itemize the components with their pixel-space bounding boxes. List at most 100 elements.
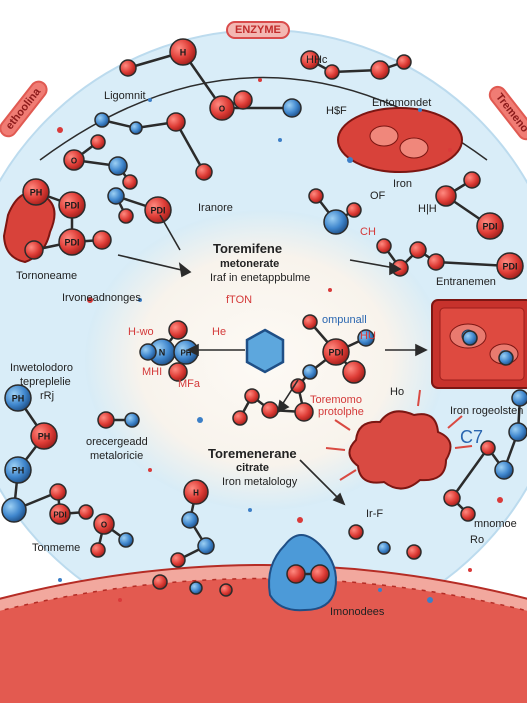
- particle-dot: [418, 108, 422, 112]
- cell-membrane: [0, 564, 527, 703]
- label-iraf: Iraf in enetappbulme: [210, 272, 311, 284]
- particle-dot: [378, 588, 382, 592]
- atom-red: [346, 202, 362, 218]
- atom-red: O: [63, 149, 85, 171]
- particle-dot: [427, 597, 433, 603]
- label-mfa: MFa: [178, 378, 200, 390]
- atom-red: [244, 388, 260, 404]
- label-tonmeme: Tonmeme: [32, 542, 81, 554]
- atom-red: [406, 544, 422, 560]
- atom-blue: [498, 350, 514, 366]
- atom-red: [168, 320, 188, 340]
- label-hu: HU: [360, 330, 376, 342]
- label-oreocergeadd: orecergeadd: [86, 436, 148, 448]
- particle-dot: [148, 468, 152, 472]
- particle-dot: [278, 138, 282, 142]
- reaction-arrows: [117, 214, 428, 506]
- label-iron-metalology: Iron metalology: [222, 476, 298, 488]
- atom-red: PDI: [49, 503, 71, 525]
- atom-red: O: [209, 95, 235, 121]
- atom-blue: [302, 364, 318, 380]
- atom-red: [286, 564, 306, 584]
- label-iranore: Iranore: [198, 202, 233, 214]
- atom-blue: PH: [4, 456, 32, 484]
- atom-red: [370, 60, 390, 80]
- atom-label: PDI: [64, 201, 79, 211]
- atom-label: PDI: [328, 348, 343, 358]
- atom-blue: [108, 156, 128, 176]
- atom-label: PDI: [502, 262, 517, 272]
- atom-blue: [139, 343, 157, 361]
- atom-blue: [197, 537, 215, 555]
- label-iron: Iron: [393, 178, 412, 190]
- atom-red: [409, 241, 427, 259]
- label-ho: Ho: [390, 386, 405, 398]
- atom-label: PH: [38, 432, 51, 442]
- atom-blue: [124, 412, 140, 428]
- particle-dot: [468, 568, 472, 572]
- label-c7: C7: [460, 427, 484, 447]
- label-imonodees: Imonodees: [330, 606, 385, 618]
- atom-red: [49, 483, 67, 501]
- particle-dot: [58, 578, 62, 582]
- atom-red: [342, 360, 366, 384]
- label-ro: Ro: [470, 534, 485, 546]
- atom-red: [219, 583, 233, 597]
- particle-dot: [448, 148, 452, 152]
- label-inwetolodoro: Inwetolodoro: [10, 362, 73, 374]
- particle-dot: [347, 157, 353, 163]
- label-entranemen: Entranemen: [436, 276, 496, 288]
- atom-red: [170, 552, 186, 568]
- atom-red: [396, 54, 412, 70]
- atom-red: PDI: [58, 228, 86, 256]
- atom-red: [152, 574, 168, 590]
- central-ring: [245, 328, 285, 374]
- atom-red: [302, 314, 318, 330]
- particle-dot: [258, 78, 262, 82]
- atom-label: PH: [12, 466, 25, 476]
- atom-red: [90, 542, 106, 558]
- label-toremifene: Toremifene: [213, 241, 283, 256]
- atom-red: [324, 64, 340, 80]
- atom-label: O: [71, 157, 77, 166]
- label-entomondet: Entomondet: [372, 97, 432, 109]
- atom-red: H: [183, 479, 209, 505]
- label-hh: H|H: [418, 203, 437, 215]
- label-he: He: [212, 326, 227, 338]
- atom-blue: [189, 581, 203, 595]
- atom-red: [290, 378, 306, 394]
- atom-red: [261, 401, 279, 419]
- cell-tissue-box: [431, 299, 527, 389]
- label-toremenerane: Toremenerane: [208, 446, 297, 461]
- particle-dot: [248, 508, 252, 512]
- particle-dot: [328, 288, 332, 292]
- atom-red: PDI: [476, 212, 504, 240]
- atom-label: PDI: [482, 222, 497, 232]
- atom-blue: [107, 187, 125, 205]
- enzyme-tag: ENZYME: [226, 21, 290, 39]
- atom-red: [233, 90, 253, 110]
- bond: [450, 447, 490, 499]
- particle-dot: [138, 298, 142, 302]
- atom-red: PDI: [322, 338, 350, 366]
- atom-red: [463, 171, 481, 189]
- label-iron-rogeolsten: Iron rogeolsten: [450, 405, 524, 417]
- label-rhj: rRj: [40, 390, 55, 402]
- atom-red: PH: [30, 422, 58, 450]
- atom-red: [310, 564, 330, 584]
- atom-blue: [462, 330, 478, 346]
- atom-blue: [129, 121, 143, 135]
- atom-red: [90, 134, 106, 150]
- atom-red: [300, 50, 320, 70]
- atom-red: [427, 253, 445, 271]
- particle-dot: [148, 98, 152, 102]
- atom-blue: [511, 389, 527, 407]
- atom-blue: [118, 532, 134, 548]
- atom-blue: [508, 422, 527, 442]
- atom-red: [308, 188, 324, 204]
- atom-label: PDI: [150, 206, 165, 216]
- label-monomoe: mnomoe: [474, 518, 517, 530]
- label-of: OF: [370, 190, 386, 202]
